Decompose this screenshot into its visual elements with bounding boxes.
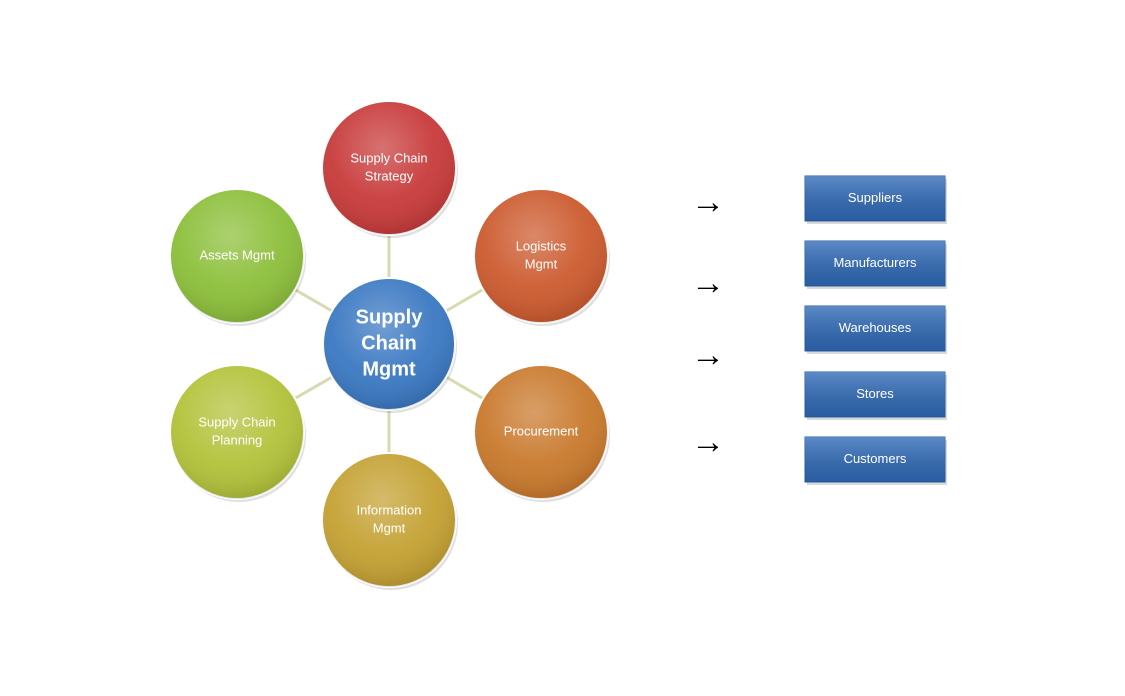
node-strategy-label-line: Supply Chain bbox=[350, 150, 427, 165]
box-suppliers-label: Suppliers bbox=[848, 190, 903, 205]
node-information-label-line: Information bbox=[356, 502, 421, 517]
box-customers-gloss bbox=[805, 437, 945, 482]
node-procurement-label-line: Procurement bbox=[504, 423, 579, 438]
arrow-icon: → bbox=[691, 183, 725, 221]
node-strategy-label-line: Strategy bbox=[365, 168, 414, 183]
box-manufacturers: Manufacturers bbox=[804, 240, 947, 289]
box-customers-label: Customers bbox=[844, 451, 907, 466]
satellite-nodes: Supply ChainStrategyLogisticsMgmtProcure… bbox=[169, 100, 610, 590]
box-stores-gloss bbox=[805, 372, 945, 417]
hub-supply-chain-mgmt-gloss bbox=[323, 278, 455, 410]
hub-supply-chain-mgmt-label-line: Mgmt bbox=[362, 358, 416, 380]
node-planning-label-line: Planning bbox=[212, 432, 263, 447]
node-procurement-gloss bbox=[474, 365, 608, 499]
arrow-column: → → → → bbox=[691, 183, 725, 461]
box-warehouses-label: Warehouses bbox=[839, 320, 912, 335]
box-stores: Stores bbox=[804, 371, 947, 420]
node-information-gloss bbox=[322, 453, 456, 587]
box-suppliers-gloss bbox=[805, 176, 945, 221]
entity-boxes: SuppliersManufacturersWarehousesStoresCu… bbox=[804, 175, 947, 485]
hub-supply-chain-mgmt-label-line: Supply bbox=[356, 306, 424, 328]
node-logistics-gloss bbox=[474, 189, 608, 323]
box-warehouses: Warehouses bbox=[804, 305, 947, 354]
node-procurement: Procurement bbox=[473, 364, 610, 502]
arrow-icon: → bbox=[691, 264, 725, 302]
node-logistics-label-line: Logistics bbox=[516, 238, 567, 253]
hub-supply-chain-mgmt-label-line: Chain bbox=[361, 332, 417, 354]
box-manufacturers-label: Manufacturers bbox=[833, 255, 917, 270]
arrow-icon: → bbox=[691, 423, 725, 461]
box-suppliers: Suppliers bbox=[804, 175, 947, 224]
node-strategy-gloss bbox=[322, 101, 456, 235]
node-information-label-line: Mgmt bbox=[373, 520, 406, 535]
box-customers: Customers bbox=[804, 436, 947, 485]
node-assets-gloss bbox=[170, 189, 304, 323]
node-assets-label-line: Assets Mgmt bbox=[199, 247, 275, 262]
node-planning-gloss bbox=[170, 365, 304, 499]
box-stores-label: Stores bbox=[856, 386, 894, 401]
node-logistics-label-line: Mgmt bbox=[525, 256, 558, 271]
node-assets: Assets Mgmt bbox=[169, 188, 306, 326]
box-warehouses-gloss bbox=[805, 306, 945, 351]
arrow-icon: → bbox=[691, 336, 725, 374]
box-manufacturers-gloss bbox=[805, 241, 945, 286]
node-planning-label-line: Supply Chain bbox=[198, 414, 275, 429]
